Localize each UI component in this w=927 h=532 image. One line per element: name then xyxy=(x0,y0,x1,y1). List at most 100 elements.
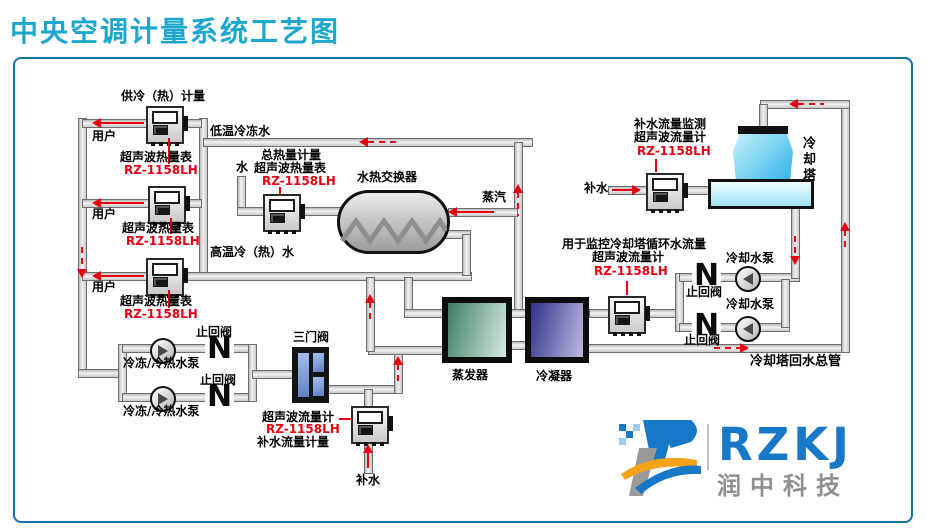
logo-company-name: 润中科技 xyxy=(717,472,849,500)
label-cooling-tower: 冷却塔 xyxy=(799,136,815,184)
flow-dashes xyxy=(81,247,83,269)
flow-dashes xyxy=(397,364,399,382)
meter-display xyxy=(152,263,178,276)
flow-dashes xyxy=(369,302,371,324)
meter-connector xyxy=(300,204,305,219)
pipe-hx-outlet-vert xyxy=(462,234,471,276)
logo-abbr: RZKJ xyxy=(718,418,853,471)
water-heat-exchanger xyxy=(337,190,450,254)
flow-arrowhead xyxy=(365,294,375,303)
pipe-chilled-riser xyxy=(514,142,523,314)
label-total-heat-metering: 总热量计量 xyxy=(261,148,322,162)
label-heat-meter-1: 超声波热量表 xyxy=(120,150,193,164)
meter-display xyxy=(152,111,178,124)
pump-rotor-icon xyxy=(743,323,753,335)
label-user-1: 用户 xyxy=(92,129,117,143)
meter-display xyxy=(652,178,678,191)
pipe-pump-branch-bottom xyxy=(122,393,254,402)
label-cooling-pump-2: 冷却水泵 xyxy=(726,297,775,311)
flow-dashes xyxy=(368,141,396,143)
label-tower-return-main: 冷却塔回水总管 xyxy=(750,354,842,369)
meter-display xyxy=(357,411,383,424)
label-check-valve-1: 止回阀 xyxy=(196,325,233,339)
user1-heat-meter xyxy=(146,106,188,146)
label-makeup-flow-metering: 补水流量计量 xyxy=(257,435,330,449)
flow-arrowhead xyxy=(92,198,101,208)
meter-display xyxy=(614,301,640,314)
condenser-vessel xyxy=(525,297,589,363)
pipe-cooling-branch-join xyxy=(781,279,790,328)
flow-arrowhead xyxy=(448,207,457,217)
pipe-evap-bottom-feed xyxy=(368,346,446,355)
meter-keypad xyxy=(653,192,668,202)
page-title: 中央空调计量系统工艺图 xyxy=(10,15,341,48)
flow-arrowhead xyxy=(77,269,87,278)
label-evaporator: 蒸发器 xyxy=(452,368,489,382)
label-chilled-pump-2: 冷冻/冷热水泵 xyxy=(123,404,200,418)
meter-feet xyxy=(151,142,179,146)
label-model-total: RZ-1158LH xyxy=(262,174,336,188)
label-low-temp-chilled-water: 低温冷冻水 xyxy=(210,124,271,138)
flow-arrowhead xyxy=(393,356,403,365)
flow-arrow-makeup xyxy=(612,189,632,191)
label-check-valve-4: 止回阀 xyxy=(684,333,721,347)
leader-line xyxy=(626,281,628,295)
leader-line xyxy=(170,218,172,234)
evaporator-vessel xyxy=(442,297,512,363)
label-user-3: 用户 xyxy=(92,280,117,294)
label-circulation-meter: 超声波流量计 xyxy=(592,250,665,264)
flow-arrow-steam xyxy=(456,211,494,213)
label-chilled-pump-1: 冷冻/冷热水泵 xyxy=(123,356,200,370)
label-makeup-flow-meter: 超声波流量计 xyxy=(262,410,335,424)
hx-coil xyxy=(340,217,447,246)
flow-dashes xyxy=(844,230,846,252)
chilled-water-pump-2 xyxy=(150,386,176,412)
label-makeup-monitor-meter: 超声波流量计 xyxy=(634,130,707,144)
meter-feet xyxy=(613,332,641,336)
label-circulation-monitoring: 用于监控冷却塔循环水流量 xyxy=(562,237,707,251)
makeup-monitor-flow-meter xyxy=(646,173,688,213)
meter-keypad xyxy=(153,277,168,287)
check-valve-icon: N xyxy=(205,331,235,366)
meter-feet xyxy=(651,209,679,213)
three-gate-valve-body xyxy=(292,347,329,403)
label-water-heat-exchanger: 水热交换器 xyxy=(357,170,418,184)
flow-arrowhead xyxy=(359,137,368,147)
flow-dashes xyxy=(794,236,796,256)
flow-arrow-makeup-bottom xyxy=(367,452,369,468)
check-valve-icon: N xyxy=(692,308,722,343)
meter-feet xyxy=(151,294,179,298)
label-makeup-monitoring: 补水流量监测 xyxy=(634,117,707,131)
meter-keypad xyxy=(155,205,170,215)
pump-rotor-icon xyxy=(158,393,168,405)
flow-arrowhead xyxy=(632,185,641,195)
meter-connector xyxy=(183,116,188,131)
label-heat-meter-2: 超声波热量表 xyxy=(122,221,195,235)
meter-feet xyxy=(268,230,296,234)
flow-dashes xyxy=(714,347,740,349)
chilled-water-pump-1 xyxy=(150,338,176,364)
pipe-pump-branch-top xyxy=(122,344,254,353)
check-valve-icon: N xyxy=(692,258,722,293)
meter-display xyxy=(154,191,180,204)
flow-arrowhead xyxy=(513,184,523,193)
valve-panel-right-top xyxy=(313,353,324,372)
label-check-valve-2: 止回阀 xyxy=(200,373,237,387)
meter-keypad xyxy=(270,213,285,223)
logo-mark xyxy=(619,420,701,496)
cooling-water-pump-1 xyxy=(735,266,761,292)
cooling-tower-basin xyxy=(708,179,814,209)
leader-line xyxy=(168,290,170,308)
pump-rotor-icon xyxy=(743,273,753,285)
label-model-1: RZ-1158LH xyxy=(124,163,198,177)
circulation-flow-meter xyxy=(608,296,650,336)
valve-panel-left xyxy=(298,353,309,397)
flow-arrowhead xyxy=(363,444,373,453)
label-makeup-water-bottom: 补水 xyxy=(356,473,381,487)
flow-arrowhead xyxy=(92,271,101,281)
label-condenser: 冷凝器 xyxy=(536,369,573,383)
label-model-2: RZ-1158LH xyxy=(126,234,200,248)
label-total-heat-meter: 超声波热量表 xyxy=(254,161,327,175)
label-water: 水 xyxy=(236,160,249,174)
label-check-valve-3: 止回阀 xyxy=(686,285,723,299)
